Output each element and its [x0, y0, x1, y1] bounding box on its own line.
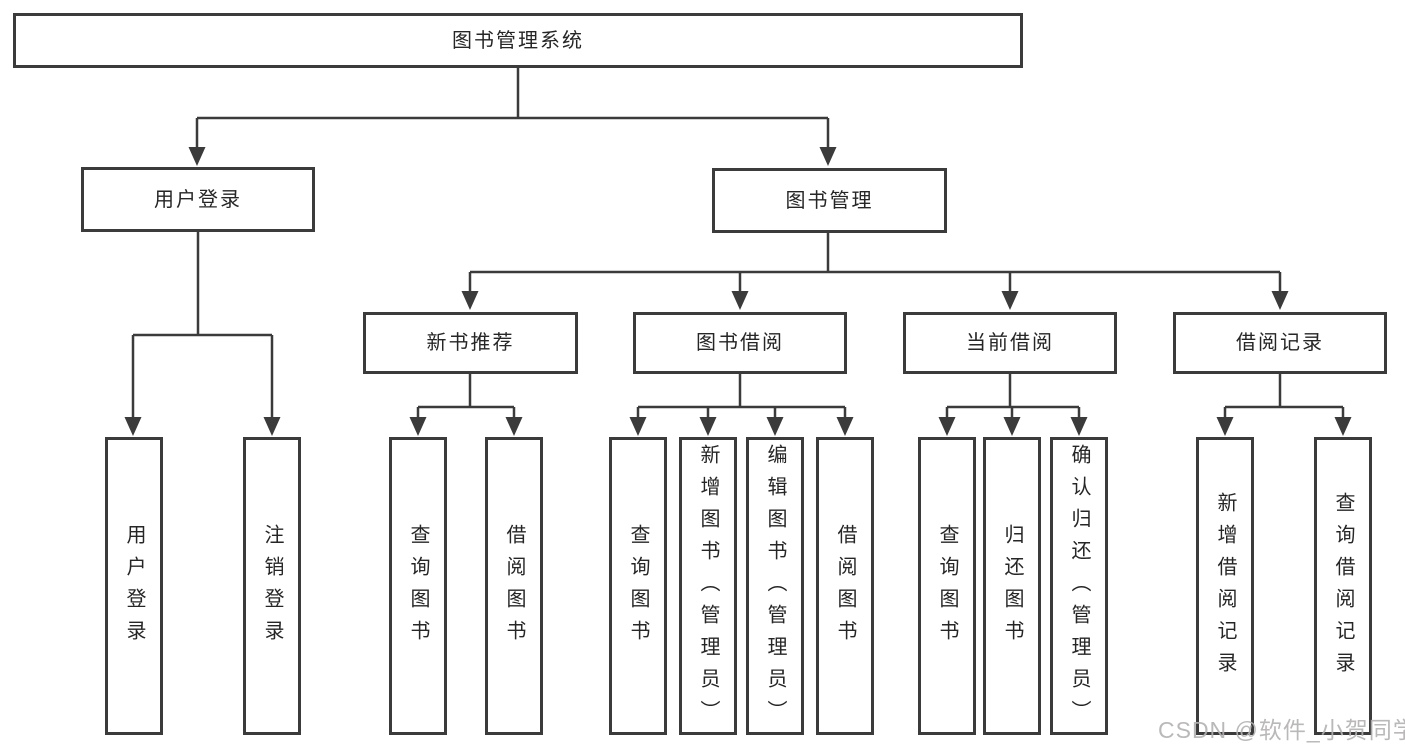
- node-borrowing-records: 借阅记录: [1173, 312, 1387, 374]
- node-leaf-borrow-books-2: 借阅图书: [816, 437, 874, 735]
- node-new-book-recommend: 新书推荐: [363, 312, 578, 374]
- node-leaf-borrow-books-1: 借阅图书: [485, 437, 543, 735]
- node-leaf-add-book-admin: 新增图书（管理员）: [679, 437, 737, 735]
- node-user-login-branch: 用户登录: [81, 167, 315, 232]
- arrow-heads: [124, 147, 1352, 436]
- node-leaf-logout: 注销登录: [243, 437, 301, 735]
- node-leaf-confirm-return-admin: 确认归还（管理员）: [1050, 437, 1108, 735]
- tree-edges: [131, 67, 1345, 421]
- node-book-borrowing: 图书借阅: [633, 312, 847, 374]
- node-leaf-add-borrow-record: 新增借阅记录: [1196, 437, 1254, 735]
- node-leaf-query-books-3: 查询图书: [918, 437, 976, 735]
- node-book-management-branch: 图书管理: [712, 168, 947, 233]
- node-leaf-query-books-1: 查询图书: [389, 437, 447, 735]
- csdn-watermark: CSDN @软件_小贺同学: [1158, 717, 1405, 743]
- node-root-system: 图书管理系统: [13, 13, 1023, 68]
- node-leaf-return-books: 归还图书: [983, 437, 1041, 735]
- node-current-borrowing: 当前借阅: [903, 312, 1117, 374]
- node-leaf-user-login: 用户登录: [105, 437, 163, 735]
- node-leaf-edit-book-admin: 编辑图书（管理员）: [746, 437, 804, 735]
- node-leaf-query-borrow-record: 查询借阅记录: [1314, 437, 1372, 735]
- node-leaf-query-books-2: 查询图书: [609, 437, 667, 735]
